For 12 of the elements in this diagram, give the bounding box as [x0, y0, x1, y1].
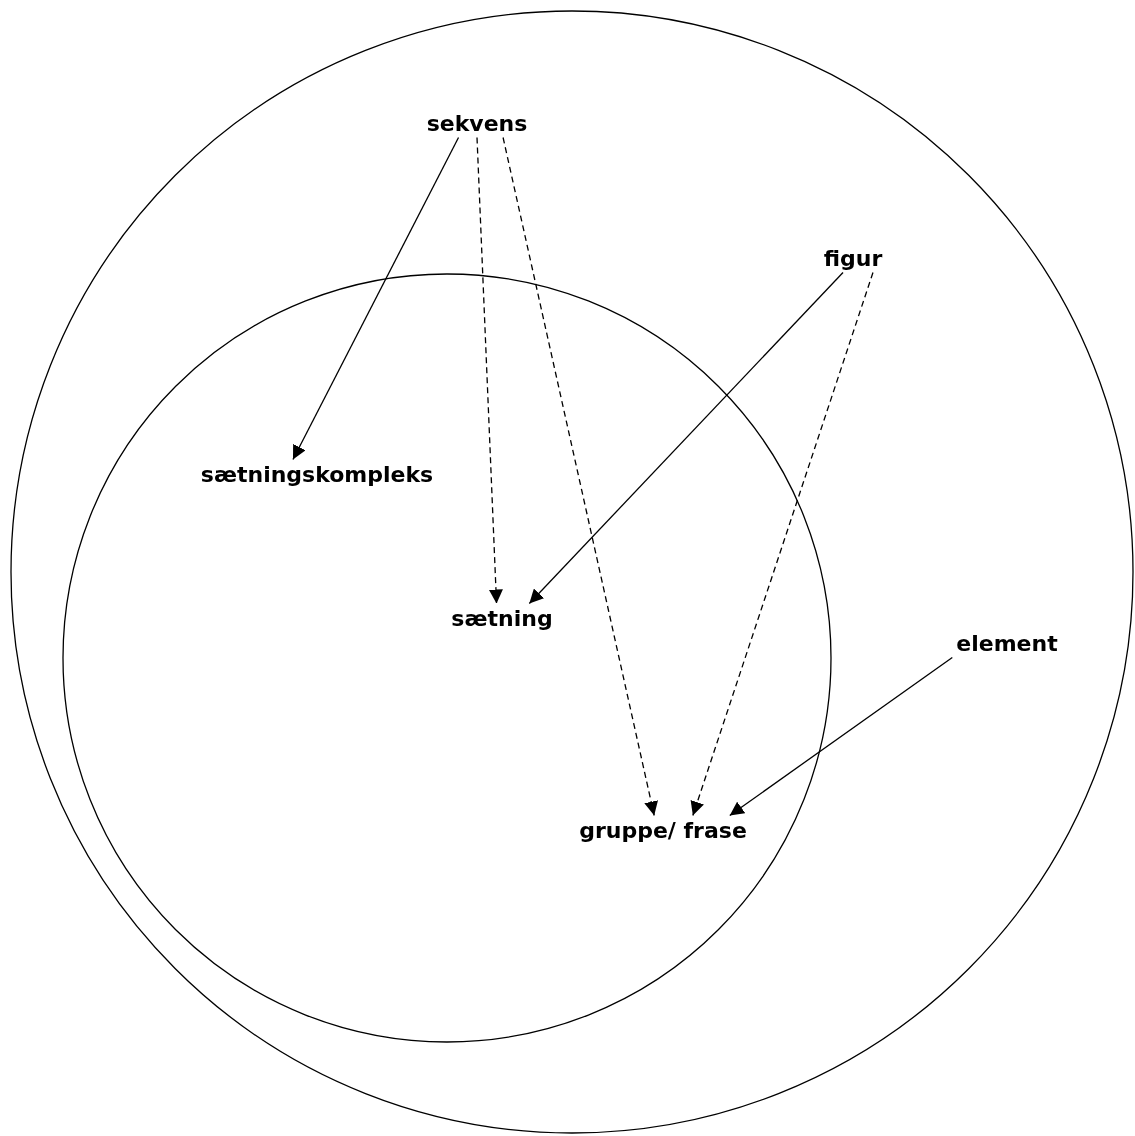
arrow	[729, 656, 953, 817]
term-label: sekvens	[422, 108, 532, 138]
term-label: element	[952, 628, 1062, 658]
term-label: figur	[819, 243, 887, 273]
arrow	[528, 271, 844, 605]
dashed-arrow	[502, 136, 658, 817]
dashed-arrow	[690, 271, 874, 817]
term-label: sætning	[447, 603, 557, 633]
term-label: sætningskompleks	[196, 459, 438, 489]
term-label: gruppe/ frase	[575, 815, 751, 845]
dashed-arrow	[476, 136, 503, 605]
arrow	[292, 136, 460, 461]
